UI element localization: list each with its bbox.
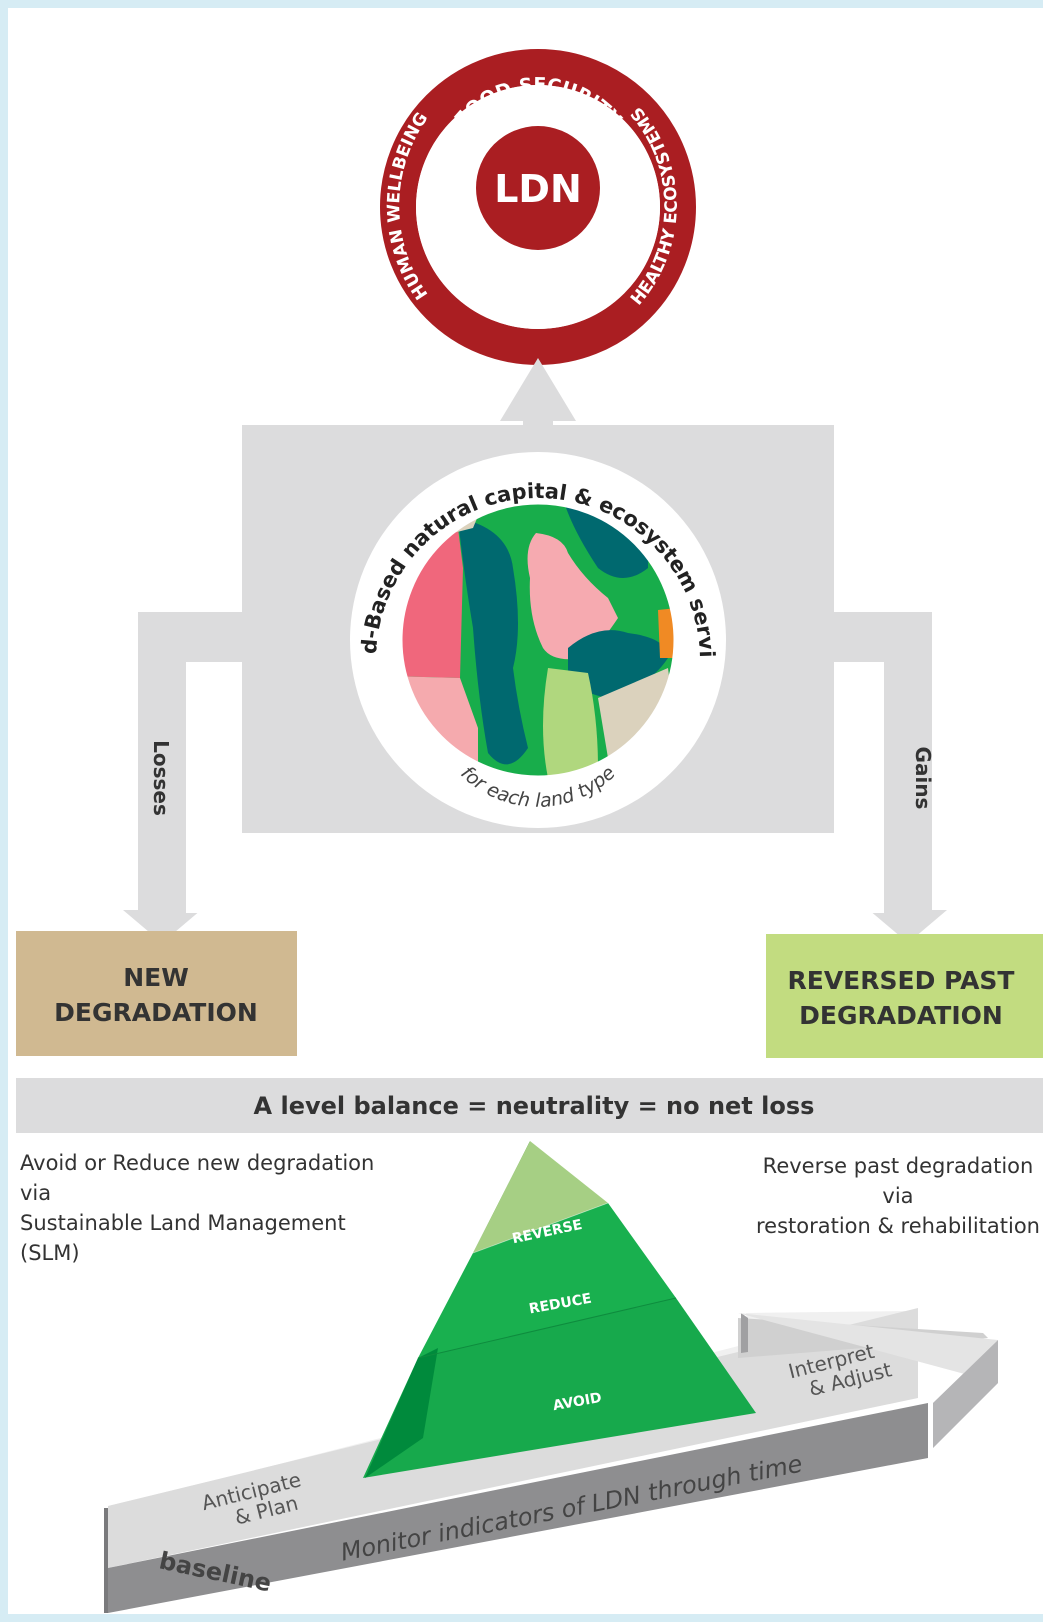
reversed-degradation-box: REVERSED PAST DEGRADATION xyxy=(766,934,1043,1058)
gains-arrow-head xyxy=(869,910,947,943)
timeline-front-face xyxy=(108,1403,928,1613)
reverse-note: Reverse past degradation via restoration… xyxy=(755,1154,1040,1238)
reversed-degradation-line1: REVERSED PAST xyxy=(788,966,1015,995)
reversed-degradation-background xyxy=(766,934,1043,1058)
outer-ring xyxy=(380,49,696,365)
new-degradation-line1: NEW xyxy=(123,963,189,992)
new-degradation-line2: DEGRADATION xyxy=(54,998,258,1027)
avoid-reduce-note: Avoid or Reduce new degradation via Sust… xyxy=(20,1151,375,1265)
pyramid-avoid-tier xyxy=(363,1298,756,1478)
balance-bar xyxy=(16,1078,1043,1133)
gains-label: Gains xyxy=(911,747,935,810)
new-degradation-background xyxy=(16,931,297,1056)
losses-stem xyxy=(138,612,186,912)
new-degradation-box: NEW DEGRADATION xyxy=(16,931,297,1056)
land-type-map xyxy=(401,503,675,777)
ldn-label: LDN xyxy=(494,167,582,211)
reversed-degradation-line2: DEGRADATION xyxy=(799,1001,1003,1030)
ldn-framework-diagram: LDN FOOD SECURITY HUMAN WELLBEING HEALTH… xyxy=(8,8,1043,1614)
diagram-canvas: LDN FOOD SECURITY HUMAN WELLBEING HEALTH… xyxy=(8,8,1043,1613)
up-arrow-to-ldn xyxy=(500,358,576,426)
map-outline xyxy=(399,501,677,779)
ldn-pyramid: REVERSE REDUCE AVOID xyxy=(363,1141,756,1478)
losses-arrow-head xyxy=(123,910,201,943)
pyramid-reduce-tier xyxy=(418,1203,676,1358)
balance-label: A level balance = neutrality = no net lo… xyxy=(254,1092,815,1120)
ldn-center-circle xyxy=(476,126,600,250)
gains-stem xyxy=(884,612,932,912)
pyramid-reverse-tier xyxy=(473,1141,608,1253)
ldn-ring: LDN FOOD SECURITY HUMAN WELLBEING HEALTH… xyxy=(380,49,696,365)
losses-label: Losses xyxy=(149,740,173,816)
